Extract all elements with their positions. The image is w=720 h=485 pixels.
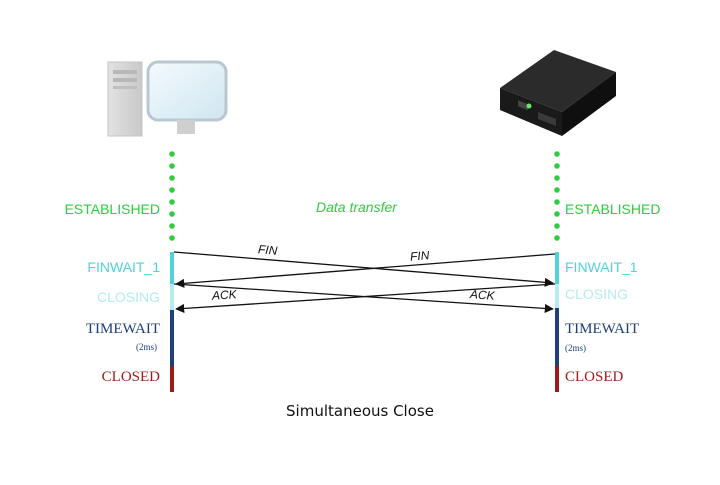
ack-label-right-to-left: ACK <box>211 287 238 303</box>
fin-arrow-right-to-left <box>175 253 556 288</box>
diagram-title: Simultaneous Close <box>286 402 434 420</box>
right-state-established: ESTABLISHED <box>565 201 661 217</box>
server-box-icon <box>500 50 616 136</box>
ack-label-left-to-right: ACK <box>469 287 496 303</box>
left-state-timewait: TIMEWAIT <box>85 321 160 337</box>
left-timeline <box>169 151 175 392</box>
right-timewait-note: (2ms) <box>565 343 586 353</box>
left-state-established: ESTABLISHED <box>64 201 160 217</box>
fin-label-right-to-left: FIN <box>409 248 430 264</box>
left-timewait-note: (2ms) <box>136 342 157 352</box>
data-transfer-label: Data transfer <box>316 199 397 215</box>
fin-arrow-left-to-right <box>173 251 554 287</box>
right-state-closed: CLOSED <box>565 369 624 385</box>
right-state-timewait: TIMEWAIT <box>565 321 640 337</box>
left-state-finwait: FINWAIT_1 <box>87 259 160 275</box>
fin-label-left-to-right: FIN <box>257 242 278 258</box>
right-timeline <box>554 151 560 392</box>
left-state-closing: CLOSING <box>96 289 160 305</box>
desktop-computer-icon <box>107 60 228 137</box>
right-state-closing: CLOSING <box>565 286 629 302</box>
left-state-closed: CLOSED <box>101 369 160 385</box>
right-state-finwait: FINWAIT_1 <box>565 259 638 275</box>
ack-arrow-right-to-left <box>175 283 556 314</box>
